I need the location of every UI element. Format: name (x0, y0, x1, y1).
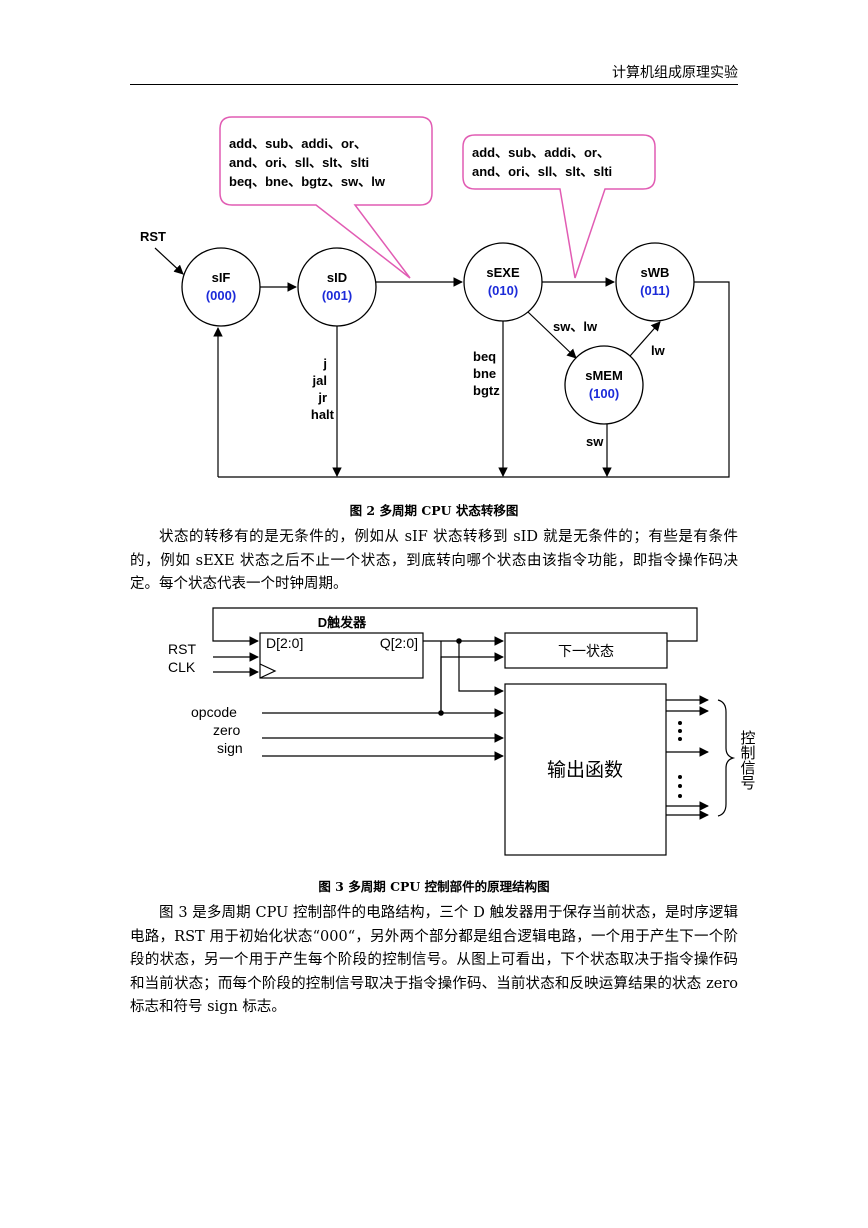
paragraph-2: 图 3 是多周期 CPU 控制部件的电路结构，三个 D 触发器用于保存当前状态，… (130, 905, 738, 1015)
state-sWB: sWB (011) (615, 242, 695, 322)
exe-label-bne: bne (473, 366, 496, 381)
id-label-jr: jr (317, 390, 327, 405)
rst-label: RST (140, 229, 166, 244)
state-sWB-code: (011) (640, 283, 670, 298)
callout-left-line-2: and、ori、sll、slt、slti (229, 155, 369, 170)
next-state-box (504, 632, 668, 669)
state-sMEM-code: (100) (589, 386, 619, 401)
callout-left: add、sub、addi、or、 and、ori、sll、slt、slti be… (219, 116, 433, 279)
state-sIF-name: sIF (212, 270, 231, 285)
input-opcode: opcode (191, 704, 237, 720)
control-signals-char-2: 制 (740, 744, 755, 762)
output-function-box (504, 683, 667, 856)
exe-label-beq: beq (473, 349, 496, 364)
state-sEXE-code: (010) (488, 283, 518, 298)
output-function-label: 输出函数 (547, 759, 623, 781)
id-label-j: j (322, 356, 327, 371)
dff-box (259, 632, 424, 679)
state-sIF-code: (000) (206, 288, 236, 303)
state-sEXE: sEXE (010) (463, 242, 543, 322)
edge-mem-wb-label: lw (651, 343, 666, 358)
edge-exe-mem-label: sw、lw (553, 319, 598, 334)
callout-right: add、sub、addi、or、 and、ori、sll、slt、slti (462, 134, 656, 279)
dff-d-port: D[2:0] (266, 635, 303, 651)
rst-input: RST (168, 641, 196, 657)
callout-left-line-3: beq、bne、bgtz、sw、lw (229, 174, 386, 189)
input-zero: zero (213, 722, 240, 738)
figure-2-caption: 图 2 多周期 CPU 状态转移图 (349, 503, 519, 518)
next-state-label: 下一状态 (558, 644, 614, 660)
state-transition-diagram: add、sub、addi、or、 and、ori、sll、slt、slti be… (140, 116, 730, 478)
state-sWB-name: sWB (641, 265, 670, 280)
control-signals-label: 控 制 信 号 (740, 729, 755, 792)
state-sEXE-name: sEXE (486, 265, 520, 280)
state-sIF: sIF (000) (181, 247, 261, 327)
state-sMEM: sMEM (100) (564, 345, 644, 425)
callout-left-line-1: add、sub、addi、or、 (229, 136, 367, 151)
input-sign: sign (217, 740, 243, 756)
running-header: 计算机组成原理实验 (612, 65, 738, 81)
id-label-halt: halt (311, 407, 335, 422)
control-unit-diagram: D触发器 D[2:0] Q[2:0] RST CLK 下一状态 opcode z… (168, 607, 756, 856)
state-sID-name: sID (327, 270, 347, 285)
state-sID-code: (001) (322, 288, 352, 303)
callout-right-line-2: and、ori、sll、slt、slti (472, 164, 612, 179)
exe-label-bgtz: bgtz (473, 383, 500, 398)
edge-mem-down-label: sw (586, 434, 604, 449)
callout-right-line-1: add、sub、addi、or、 (472, 145, 610, 160)
control-signals-char-1: 控 (740, 729, 755, 747)
state-sID: sID (001) (297, 247, 377, 327)
header-rule (130, 84, 738, 85)
dff-q-port: Q[2:0] (380, 635, 418, 651)
dff-title: D触发器 (318, 615, 367, 630)
figure-3-caption: 图 3 多周期 CPU 控制部件的原理结构图 (318, 879, 550, 894)
control-signals-char-4: 号 (740, 774, 755, 792)
clk-input: CLK (168, 659, 196, 675)
paragraph-1: 状态的转移有的是无条件的，例如从 sIF 状态转移到 sID 就是无条件的；有些… (130, 529, 738, 592)
control-signals-char-3: 信 (740, 759, 755, 777)
state-sMEM-name: sMEM (585, 368, 623, 383)
id-label-jal: jal (312, 373, 327, 388)
